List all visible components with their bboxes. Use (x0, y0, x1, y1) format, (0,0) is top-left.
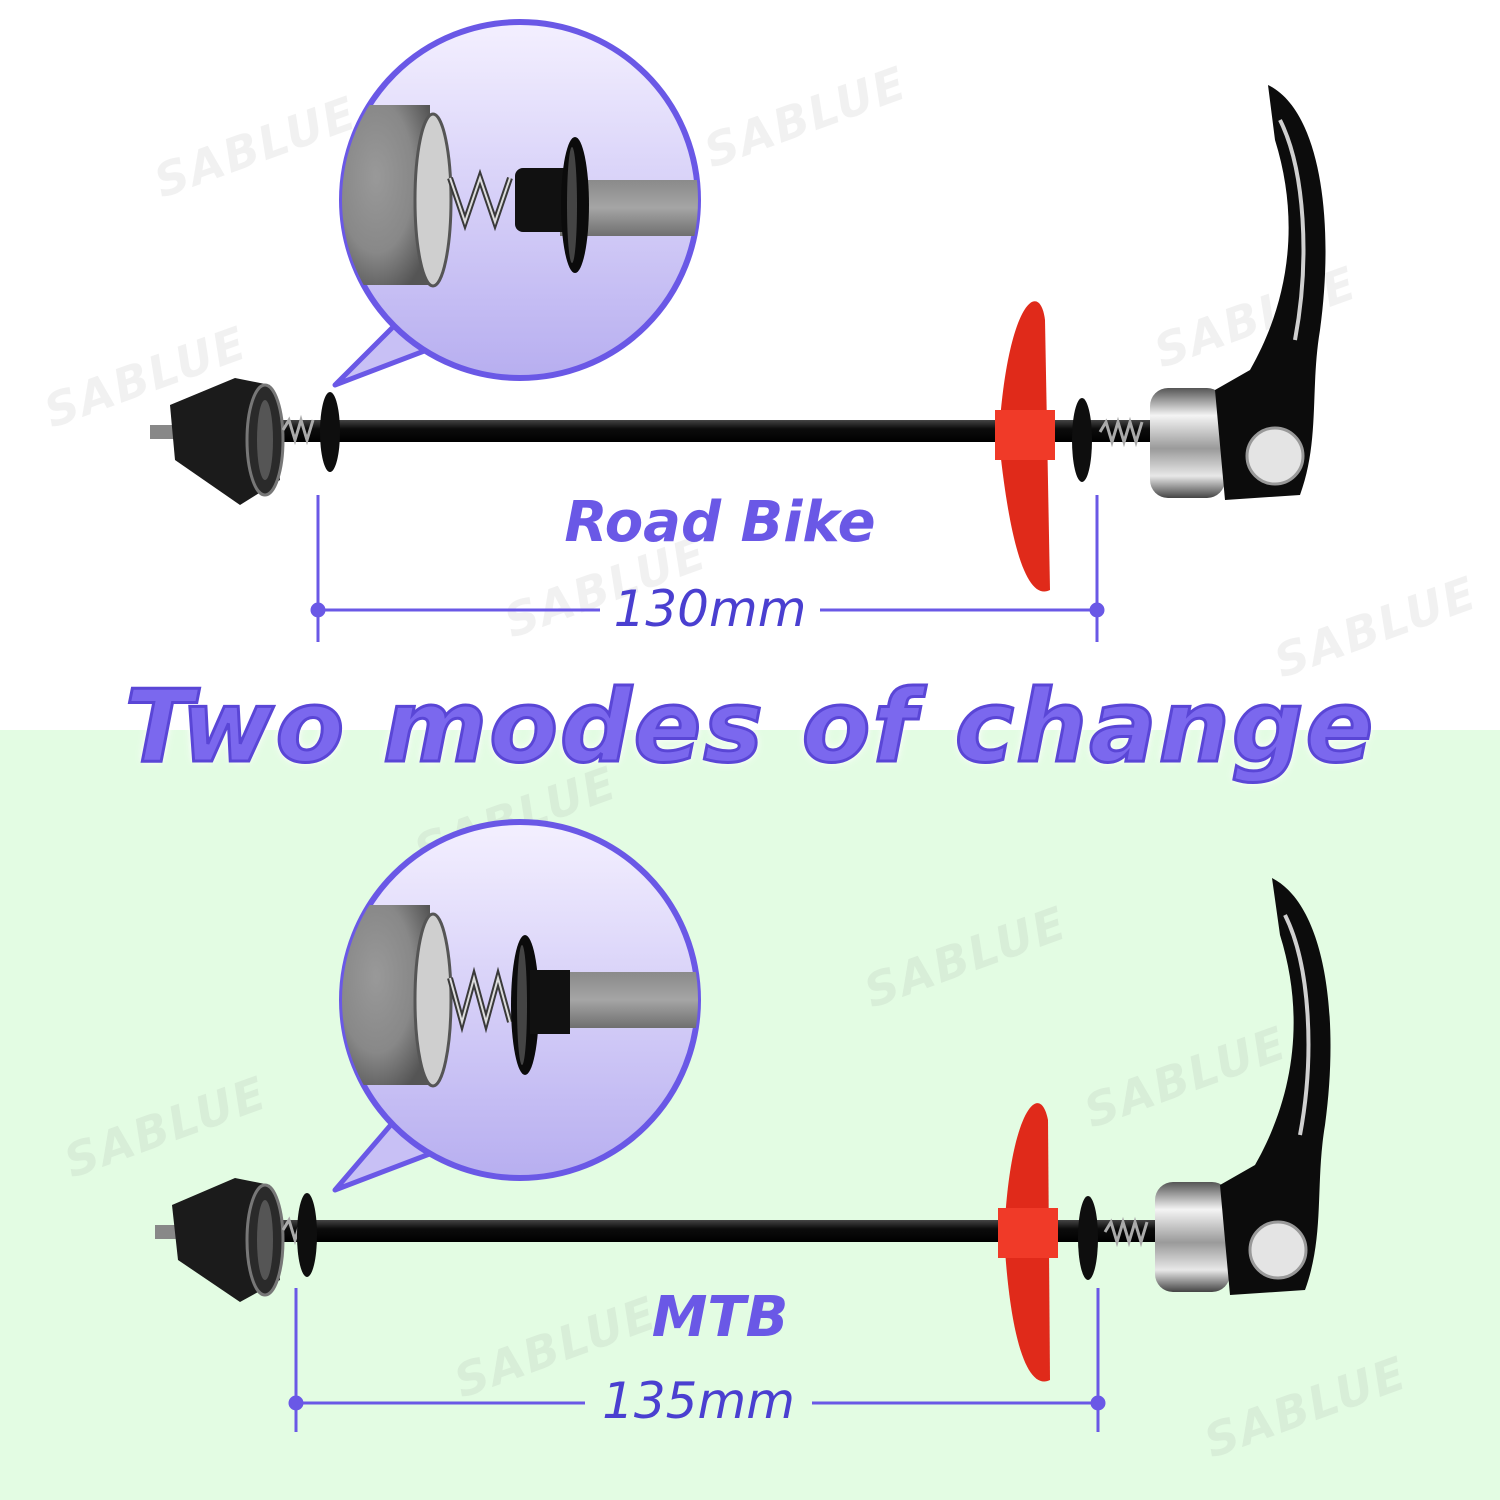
mtb-skewer (155, 819, 1331, 1382)
mtb-zoom-bubble (332, 819, 701, 1193)
road-bike-skewer (150, 19, 1326, 592)
road-dimension-line (310, 495, 1105, 642)
headline: Two modes of change (123, 667, 1376, 787)
mtb-dimension-line (288, 1288, 1106, 1432)
mtb-label: MTB (651, 1285, 789, 1350)
mtb-dimension-label: 135mm (602, 1372, 795, 1430)
bottom-background (0, 730, 1500, 1500)
road-bike-label: Road Bike (564, 490, 876, 555)
road-dimension-label: 130mm (613, 580, 807, 638)
top-background (0, 0, 1500, 730)
road-zoom-bubble (332, 19, 701, 388)
